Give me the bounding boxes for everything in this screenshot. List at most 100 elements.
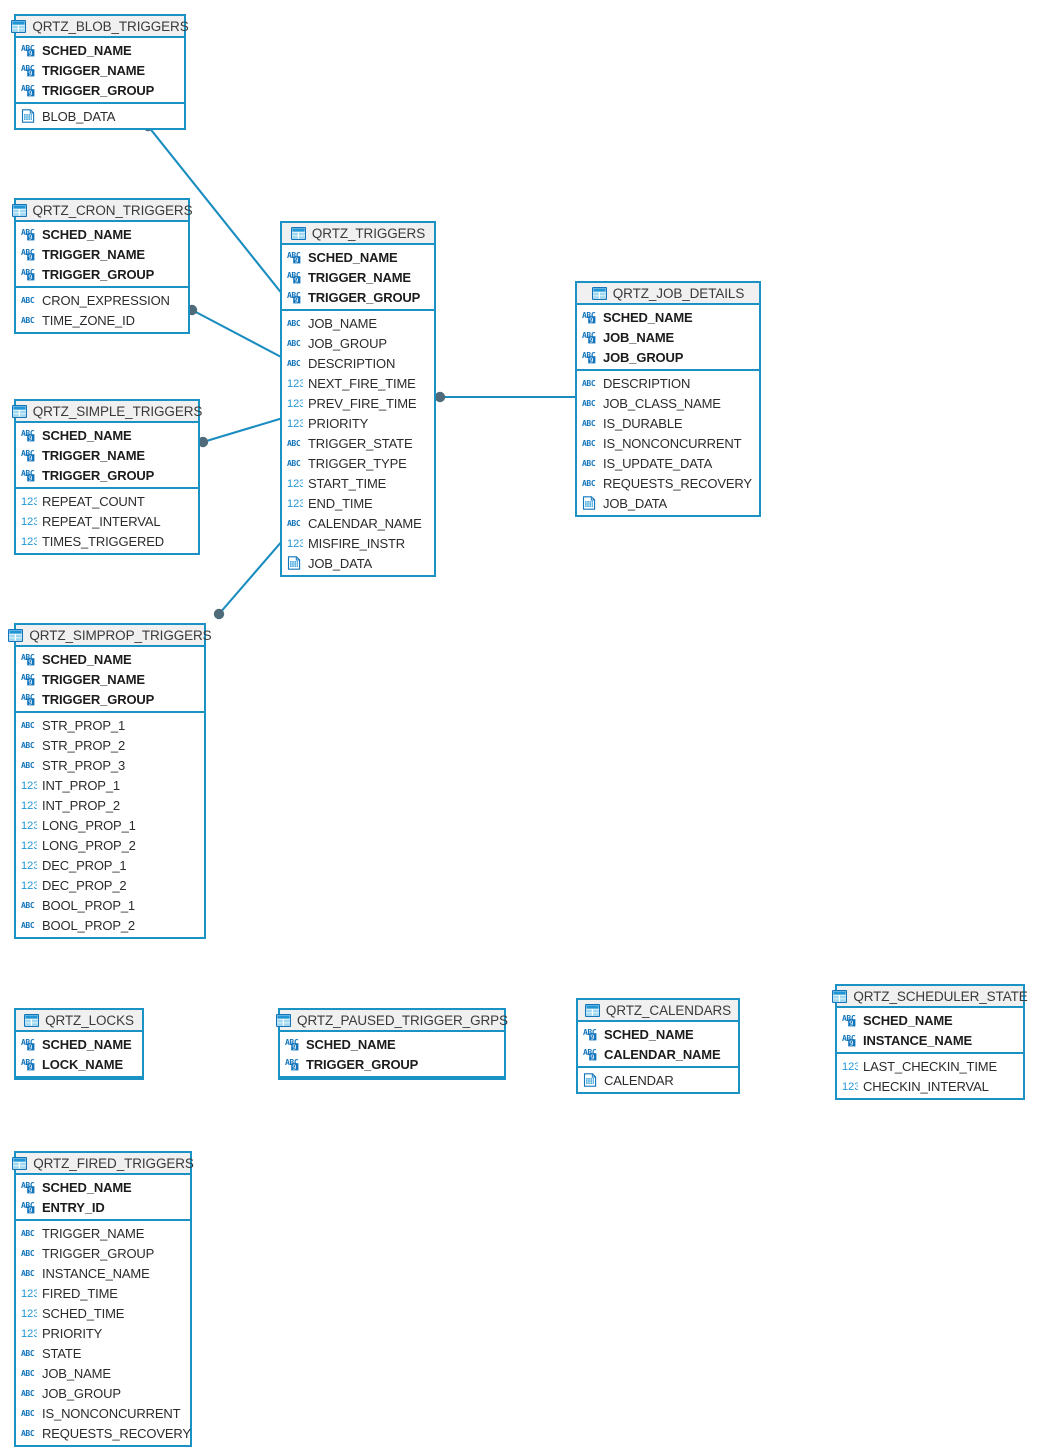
column-row[interactable]: JOB_DATA: [282, 553, 434, 573]
column-row[interactable]: CALENDAR: [578, 1070, 738, 1090]
relationship-rel-simple-triggers[interactable]: [197, 416, 284, 448]
column-row[interactable]: BLOB_DATA: [16, 106, 184, 126]
svg-text:ABC: ABC: [21, 1038, 35, 1047]
relationship-rel-triggers-job-details[interactable]: [434, 391, 576, 403]
abc-icon: ABC: [582, 416, 598, 430]
relationship-rel-simprop-triggers[interactable]: [213, 539, 284, 620]
svg-text:9: 9: [849, 1039, 853, 1047]
column-row[interactable]: JOB_DATA: [577, 493, 759, 513]
column-label: STR_PROP_3: [42, 757, 126, 773]
svg-text:ABC: ABC: [21, 248, 35, 257]
relationship-rel-cron-triggers[interactable]: [186, 304, 284, 359]
